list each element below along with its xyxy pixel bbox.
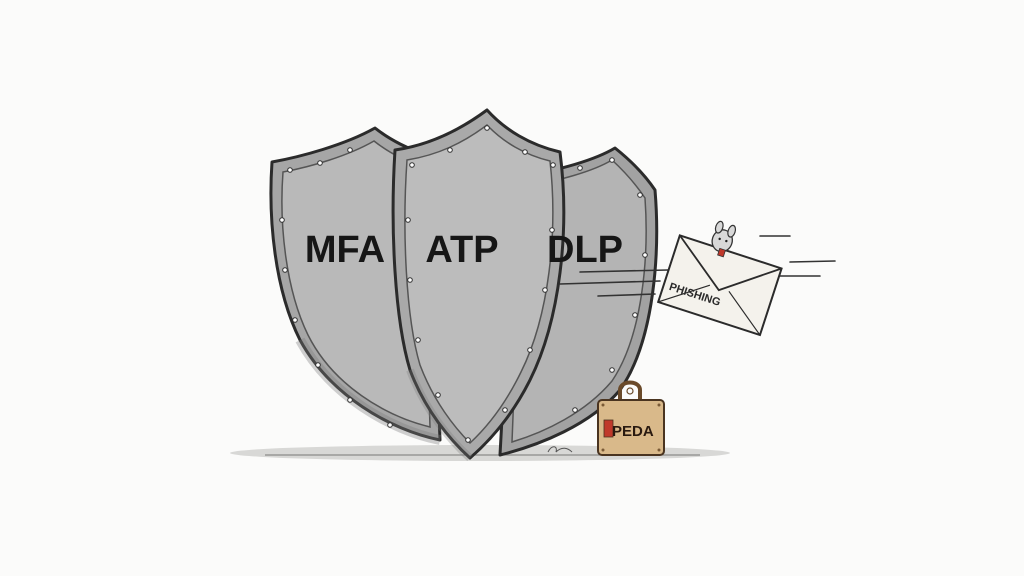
shield-left-label: MFA bbox=[305, 229, 385, 271]
shield-middle bbox=[391, 108, 566, 461]
padlock-label: PEDA bbox=[612, 423, 654, 440]
shield-rivets bbox=[279, 125, 648, 443]
ground-scribble bbox=[547, 446, 573, 453]
phishing-envelope: PHISHING bbox=[656, 220, 783, 337]
shield-right-label: DLP bbox=[547, 229, 623, 271]
speed-lines bbox=[559, 235, 836, 297]
creature-icon bbox=[711, 220, 737, 258]
shield-middle-label: ATP bbox=[425, 229, 498, 271]
padlock-icon: PEDA bbox=[597, 380, 665, 456]
